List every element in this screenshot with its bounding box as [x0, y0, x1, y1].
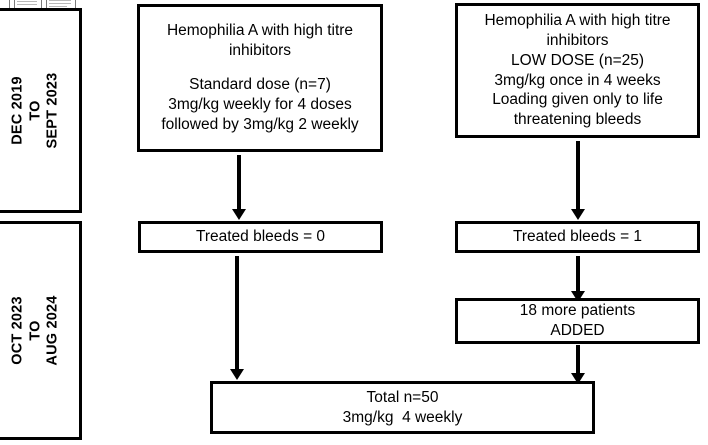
- low-dose-line-2: inhibitors: [546, 31, 609, 49]
- total-line-1: Total n=50: [366, 388, 439, 406]
- more-patients-line-2: ADDED: [550, 322, 605, 339]
- node-treated-bleeds-left: Treated bleeds = 0: [138, 221, 383, 253]
- period-2-line-1: OCT 2023: [9, 296, 26, 365]
- node-low-dose: Hemophilia A with high titre inhibitors …: [455, 3, 700, 138]
- low-dose-line-3: LOW DOSE (n=25): [510, 51, 645, 69]
- low-dose-line-6: threatening bleeds: [513, 111, 642, 129]
- standard-dose-line-5: followed by 3mg/kg 2 weekly: [161, 116, 359, 134]
- low-dose-line-1: Hemophilia A with high titre: [484, 12, 671, 30]
- edge-standard-to-bleeds0: [232, 155, 246, 221]
- total-line-2: 3mg/kg 4 weekly: [342, 408, 463, 426]
- period-1-line-2: TO: [27, 100, 44, 121]
- period-1-line-1: DEC 2019: [9, 76, 26, 145]
- node-treated-bleeds-right: Treated bleeds = 1: [455, 221, 700, 253]
- period-2-line-2: TO: [27, 320, 44, 341]
- standard-dose-line-1: Hemophilia A with high titre: [166, 22, 354, 40]
- standard-dose-line-4: 3mg/kg weekly for 4 doses: [168, 96, 352, 114]
- edge-lowdose-to-bleeds1: [571, 141, 585, 221]
- node-standard-dose: Hemophilia A with high titre inhibitors …: [137, 4, 383, 152]
- standard-dose-line-3: Standard dose (n=7): [189, 76, 331, 94]
- edge-added-to-total: [571, 345, 585, 385]
- treated-bleeds-right-label: Treated bleeds = 1: [512, 228, 643, 246]
- low-dose-line-5: Loading given only to life: [492, 91, 663, 109]
- period-1-line-3: SEPT 2023: [44, 72, 61, 149]
- low-dose-line-4: 3mg/kg once in 4 weeks: [494, 71, 661, 89]
- more-patients-line-1: 18 more patients: [519, 302, 636, 320]
- node-total: Total n=50 3mg/kg 4 weekly: [210, 381, 595, 434]
- node-more-patients: 18 more patients ADDED: [455, 298, 700, 344]
- period-box-oct2023-aug2024: OCT 2023 TO AUG 2024: [0, 221, 82, 440]
- standard-dose-line-2: inhibitors: [228, 41, 292, 59]
- period-2-line-3: AUG 2024: [44, 295, 61, 366]
- edge-bleeds1-to-added: [571, 256, 585, 304]
- standard-dose-gap: [144, 61, 376, 76]
- period-box-dec2019-sept2023: DEC 2019 TO SEPT 2023: [0, 8, 82, 213]
- treated-bleeds-left-label: Treated bleeds = 0: [195, 228, 326, 246]
- edge-bleeds0-to-total: [230, 256, 244, 384]
